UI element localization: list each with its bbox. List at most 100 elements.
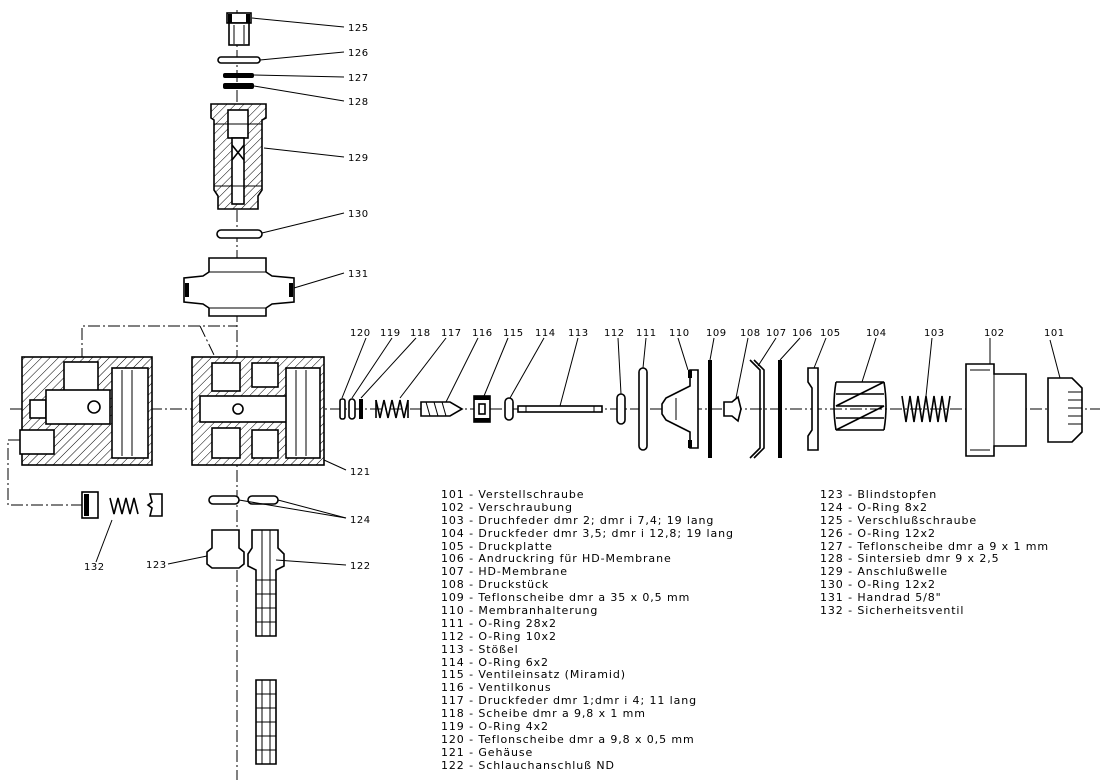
part-126-o-ring [217,56,261,64]
callout-128: 128 [348,97,369,108]
part-122-schlauchanschluss [247,529,285,765]
part-114-o-ring [504,397,514,421]
part-117-druckfeder [375,399,409,419]
part-120-teflonscheibe [339,398,346,420]
callout-109: 109 [706,328,727,339]
legend-entry: 105 - Druckplatte [441,539,553,553]
legend-entry: 122 - Schlauchanschluß ND [441,758,615,772]
callout-117: 117 [441,328,462,339]
legend-entry: 131 - Handrad 5/8" [820,591,942,605]
legend-entry: 103 - Druchfeder dmr 2; dmr i 7,4; 19 la… [441,513,715,527]
callout-114: 114 [535,328,556,339]
legend-entry: 111 - O-Ring 28x2 [441,616,557,630]
part-131-handrad [183,257,295,317]
legend-entry: 104 - Druckfeder dmr 3,5; dmr i 12,8; 19… [441,526,734,540]
callout-119: 119 [380,328,401,339]
callout-130: 130 [348,209,369,220]
callout-111: 111 [636,328,657,339]
leader-lines [95,17,1061,566]
part-104-druckfeder [833,381,887,431]
legend-entry: 130 - O-Ring 12x2 [820,578,936,592]
part-130-o-ring [216,229,263,239]
callout-104: 104 [866,328,887,339]
part-127-teflonscheibe [223,73,254,78]
part-109-teflonscheibe [708,360,712,458]
callout-121: 121 [350,467,371,478]
legend-entry: 115 - Ventileinsatz (Miramid) [441,668,626,682]
legend-entry: 123 - Blindstopfen [820,488,938,501]
legend-entry: 113 - Stößel [441,642,519,656]
callout-103: 103 [924,328,945,339]
part-118-scheibe [359,399,363,419]
part-129-anschlusswelle [210,103,267,210]
part-115-ventileinsatz [473,395,491,423]
legend-entry: 129 - Anschlußwelle [820,565,948,579]
part-123-blindstopfen [206,529,245,569]
callout-122: 122 [350,561,371,572]
legend-entry: 101 - Verstellschraube [441,488,585,501]
callout-115: 115 [503,328,524,339]
part-116-ventilkonus [420,401,464,417]
legend-entry: 108 - Druckstück [441,578,550,592]
part-132-sicherheitsventil [81,491,163,519]
legend-entry: 117 - Druckfeder dmr 1;dmr i 4; 11 lang [441,694,697,708]
callout-106: 106 [792,328,813,339]
legend-entry: 126 - O-Ring 12x2 [820,526,936,540]
legend-entry: 107 - HD-Membrane [441,565,568,579]
legend-entry: 127 - Teflonscheibe dmr a 9 x 1 mm [820,539,1050,553]
legend-entry: 119 - O-Ring 4x2 [441,720,549,734]
callout-102: 102 [984,328,1005,339]
legend-entry: 120 - Teflonscheibe dmr a 9,8 x 0,5 mm [441,732,695,746]
callout-131: 131 [348,269,369,280]
callout-129: 129 [348,153,369,164]
legend-entry: 109 - Teflonscheibe dmr a 35 x 0,5 mm [441,591,691,605]
part-105-druckplatte [807,367,819,451]
legend-entry: 110 - Membranhalterung [441,604,599,618]
part-119-o-ring [348,398,356,420]
callout-127: 127 [348,73,369,84]
legend-entry: 124 - O-Ring 8x2 [820,500,928,514]
callout-113: 113 [568,328,589,339]
callout-118: 118 [410,328,431,339]
callout-120: 120 [350,328,371,339]
legend-entry: 102 - Verschraubung [441,500,573,514]
callout-126: 126 [348,48,369,59]
legend-entry: 106 - Andruckring für HD-Membrane [441,552,672,566]
part-108-druckstueck [723,395,742,423]
callout-112: 112 [604,328,625,339]
callout-124: 124 [350,515,371,526]
housing-side-view [19,356,153,466]
callout-101: 101 [1044,328,1065,339]
part-101-verstellschraube [1047,377,1083,443]
part-128-sintersieb [223,83,254,89]
part-125-verschlussschraube [226,12,252,46]
legend-entry: 114 - O-Ring 6x2 [441,655,549,669]
part-112-o-ring [616,393,626,425]
part-121-gehaeuse [191,356,325,466]
legend-entry: 128 - Sintersieb dmr 9 x 2,5 [820,552,1000,566]
callout-116: 116 [472,328,493,339]
legend-entry: 132 - Sicherheitsventil [820,604,965,618]
legend-entry: 121 - Gehäuse [441,745,534,759]
callout-107: 107 [766,328,787,339]
part-102-verschraubung [965,363,1027,457]
part-110-membranhalterung [661,369,699,449]
part-113-stoessel [517,405,603,413]
callout-108: 108 [740,328,761,339]
legend-entry: 116 - Ventilkonus [441,681,552,695]
legend-entry: 125 - Verschlußschraube [820,513,978,527]
part-111-o-ring [638,367,648,451]
part-106-andruckring [778,360,782,458]
callout-110: 110 [669,328,690,339]
legend-entry: 112 - O-Ring 10x2 [441,629,557,643]
callout-labels: 125 126 127 128 129 130 131 120 119 118 … [84,23,1065,573]
callout-123: 123 [146,560,167,571]
callout-125: 125 [348,23,369,34]
callout-132: 132 [84,562,105,573]
legend-entry: 118 - Scheibe dmr a 9,8 x 1 mm [441,707,646,721]
callout-105: 105 [820,328,841,339]
part-124-o-rings [208,495,279,505]
